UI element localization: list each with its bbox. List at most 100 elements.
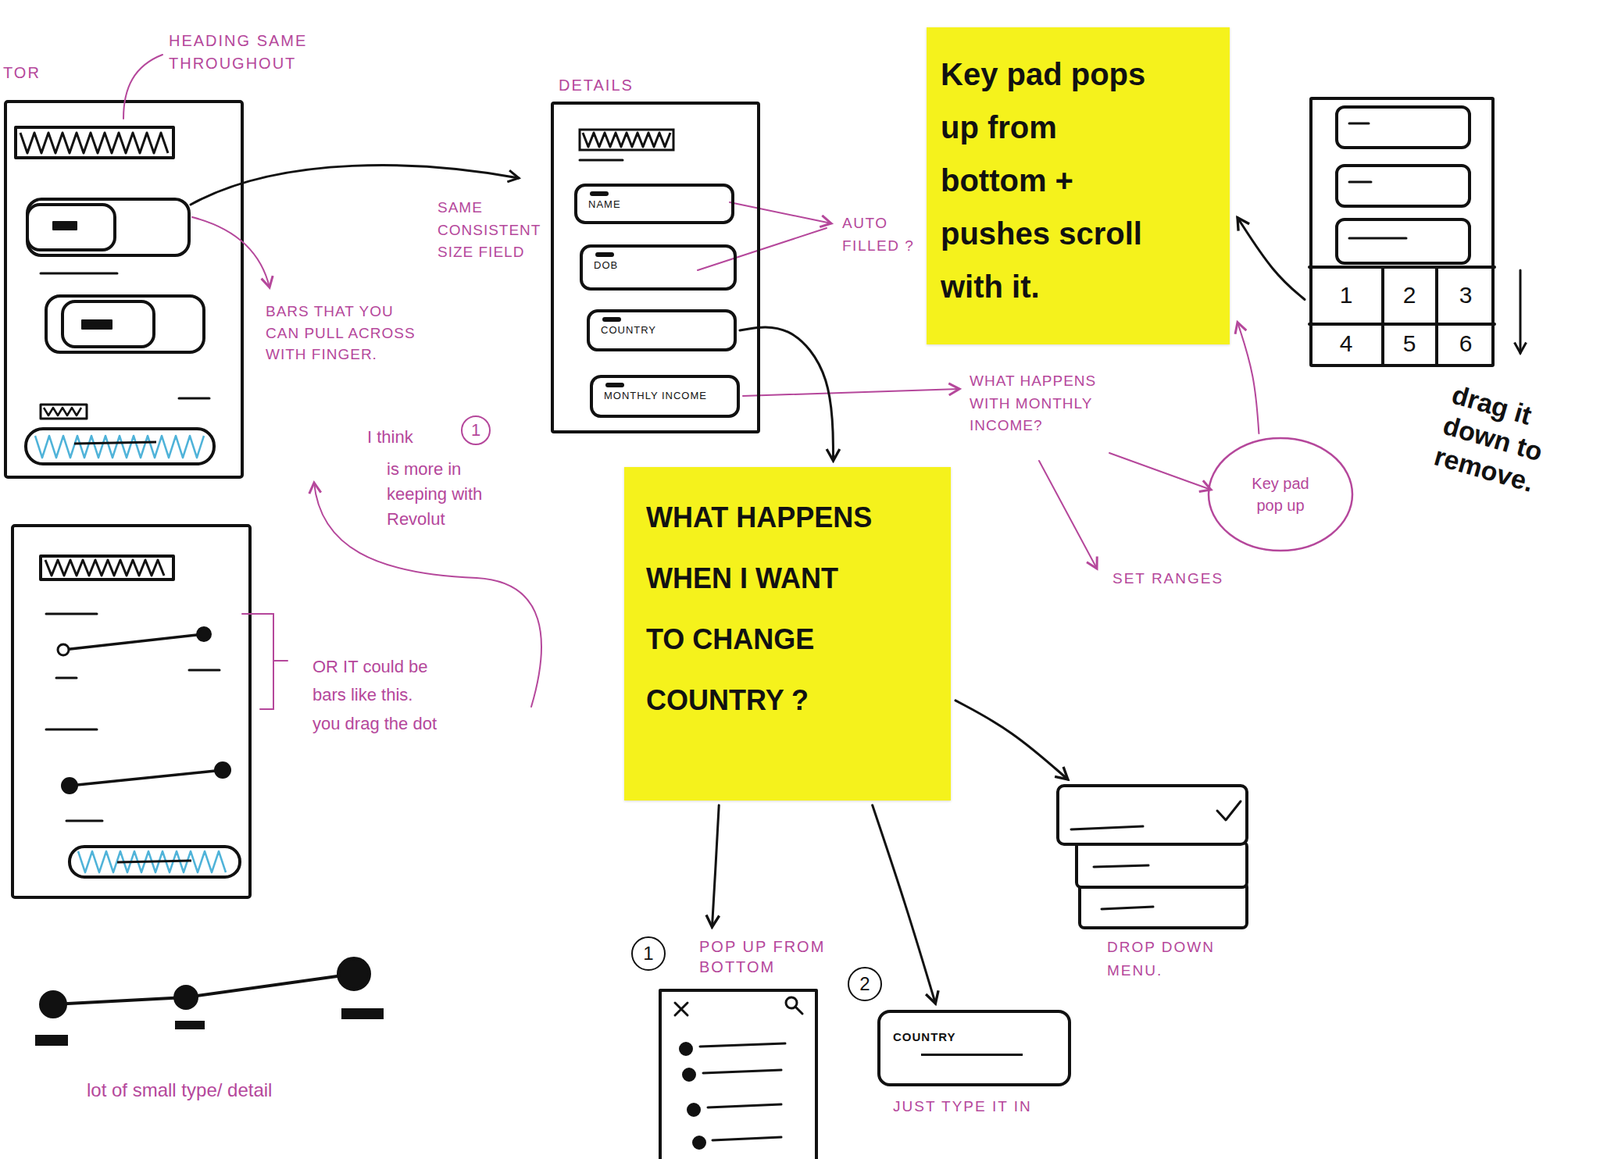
sticky-text: WHAT HAPPENS WHEN I WANT TO CHANGE COUNT…: [646, 487, 881, 732]
popup-sketch-box: POP UP FROM BOTTOM: [657, 933, 852, 1159]
dropdown-sketch: [1093, 865, 1149, 868]
popup-sketch: [660, 990, 817, 1159]
annotation-note: drag it down to remove.: [1430, 378, 1581, 507]
callout-number: 1: [460, 415, 491, 446]
key-digit: 5: [1403, 332, 1417, 356]
keypad-sketch: [1336, 107, 1470, 148]
leader-arrow: [190, 165, 519, 205]
dropdown-sketch-box: DROP DOWN MENU.: [1056, 785, 1250, 990]
flow-arrow: [955, 700, 1068, 780]
phone-sketch: [5, 101, 243, 478]
phone-sketch: [215, 763, 230, 778]
phone-sketch: [62, 778, 77, 793]
slider-sketch: [35, 958, 383, 1046]
keypad-sketch: [1435, 267, 1439, 365]
scribble: [582, 132, 671, 147]
popup-sketch: [675, 1003, 688, 1016]
phone-sketch: [46, 728, 97, 732]
slider-sketch: [35, 1035, 68, 1046]
callout-number: 1: [631, 936, 666, 972]
phone-sketch: [197, 628, 211, 641]
popup-sketch: [795, 1007, 803, 1015]
keypad-sketch: [1349, 122, 1369, 125]
phone-sketch: [57, 644, 69, 656]
phone-sketch: [69, 770, 223, 786]
phone-sketch: [25, 428, 215, 465]
sticky-text: Key pad pops up from bottom + pushes scr…: [940, 47, 1164, 314]
input-field: MONTHLY INCOME: [589, 375, 740, 418]
phone-sketch: [27, 199, 190, 256]
leader-line: [192, 217, 270, 288]
keypad-sketch: [1309, 265, 1495, 269]
annotation-note: WHAT HAPPENS WITH MONTHLY INCOME?: [969, 370, 1138, 438]
input-field: NAME: [574, 183, 735, 225]
phone-sketch: [189, 669, 220, 672]
sticky-note: WHAT HAPPENS WHEN I WANT TO CHANGE COUNT…: [624, 467, 951, 801]
annotation-note: HEADING SAME THROUGHOUT: [168, 29, 350, 75]
annotation-note: BARS THAT YOU CAN PULL ACROSS WITH FINGE…: [265, 300, 422, 366]
field-label: DOB: [593, 259, 723, 272]
phone-sketch: [5, 101, 243, 478]
flow-arrow: [1237, 217, 1305, 300]
leader-line: [242, 614, 288, 710]
leader-line: [742, 389, 960, 397]
phone-sketch: [82, 320, 112, 329]
sticky-note: Key pad pops up from bottom + pushes scr…: [926, 27, 1230, 345]
phone-sketch: [40, 272, 118, 275]
slider-sketch: [175, 986, 197, 1009]
annotation-note: SET RANGES: [1112, 570, 1254, 588]
scribble: [78, 851, 226, 873]
option-title: POP UP FROM BOTTOM: [699, 933, 852, 978]
annotation-note: is more in keeping with Revolut: [386, 457, 520, 533]
annotation-note: SAME CONSISTENT SIZE FIELD: [437, 196, 547, 265]
popup-sketch: [712, 1137, 782, 1141]
phone-sketch: [56, 677, 77, 680]
phone-sketch: [63, 634, 204, 650]
scribble: [43, 407, 82, 416]
popup-sketch: [707, 1104, 782, 1108]
key-digit: 2: [1403, 283, 1417, 308]
field-marker: [589, 191, 609, 197]
callout-number: 2: [847, 967, 883, 1002]
field-marker: [595, 252, 615, 258]
annotation-note: OR IT could be bars like this. you drag …: [312, 653, 442, 739]
phone-sketch: [12, 525, 250, 898]
field-label: NAME: [588, 198, 721, 211]
keypad-phone: 123456: [1309, 96, 1495, 368]
keypad-sketch: [1519, 270, 1522, 354]
dropdown-sketch: [1079, 882, 1247, 929]
phone-sketch: [62, 301, 154, 347]
flow-arrow: [711, 805, 719, 928]
annotation-note: lot of small type/ detail: [86, 1076, 275, 1105]
dropdown-sketch: [1071, 826, 1143, 830]
scribble: [20, 132, 168, 154]
input-field: COUNTRY: [877, 1010, 1072, 1087]
phone-sketch: [46, 613, 97, 616]
phone-sketch: [66, 820, 103, 823]
phone-frame: DETAILSNAMEDOBCOUNTRYMONTHLY INCOME: [550, 101, 761, 434]
annotation-note: AUTO FILLED ?: [842, 212, 924, 258]
dropdown-sketch: [1057, 785, 1247, 845]
screen-title: DETAILS: [558, 76, 634, 95]
field-label: MONTHLY INCOME: [603, 389, 726, 403]
scribble: [35, 435, 204, 458]
option-title: DROP DOWN MENU.: [1107, 935, 1244, 983]
flow-arrow: [872, 805, 936, 1004]
heading-sketch: [579, 129, 674, 161]
annotation-note: JUST TYPE IT IN: [892, 1095, 1050, 1119]
bubble-text: Key pad pop up: [1237, 472, 1324, 517]
slider-sketch: [40, 992, 66, 1018]
key-digit: 6: [1459, 332, 1473, 356]
flow-arrow: [1237, 322, 1259, 434]
keypad-sketch: [1349, 237, 1407, 240]
popup-sketch: [660, 990, 817, 1159]
popup-sketch: [683, 1069, 695, 1081]
scribble: [45, 560, 165, 576]
phone-sketch: [27, 204, 115, 250]
field-underline: [921, 1053, 1023, 1057]
note-bubble: Key pad pop up: [1208, 438, 1353, 551]
phone-sketch: [40, 404, 87, 419]
field-marker: [605, 382, 625, 388]
slider-sketch: [342, 1009, 383, 1019]
